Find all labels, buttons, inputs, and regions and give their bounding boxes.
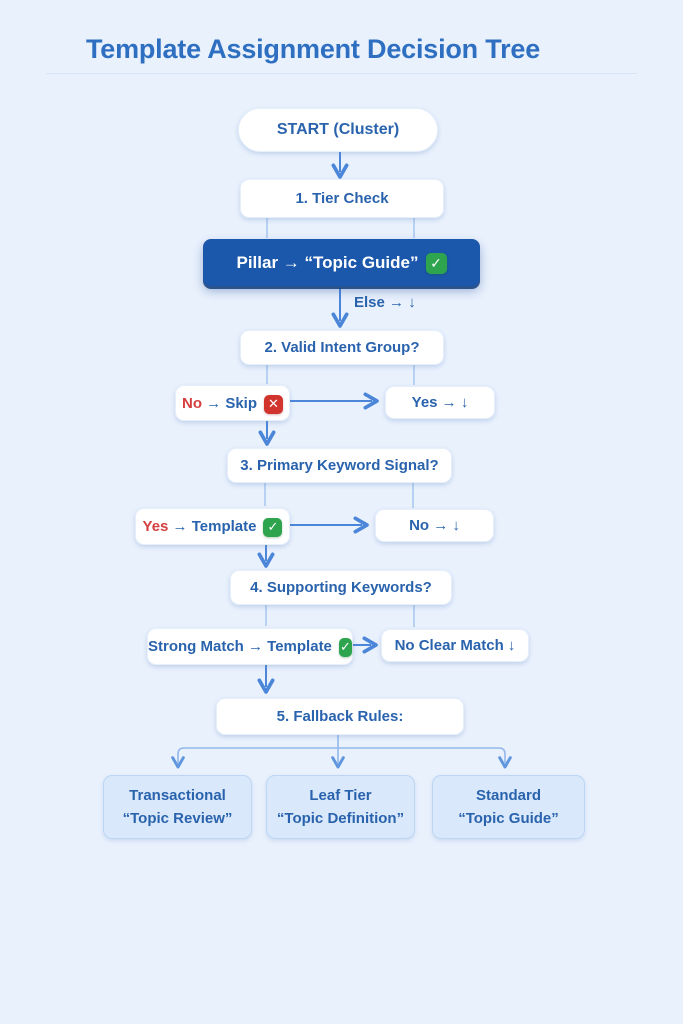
node-strong-match: Strong Match → Template ✓ <box>147 628 353 665</box>
node-valid-intent-label: 2. Valid Intent Group? <box>264 339 420 356</box>
branch-left <box>171 747 338 769</box>
outcome-standard-subtitle: “Topic Guide” <box>458 810 559 827</box>
node-supporting-keywords-label: 4. Supporting Keywords? <box>250 579 432 596</box>
node-pillar-label: Pillar → “Topic Guide” <box>236 252 419 272</box>
node-primary-keyword-label: 3. Primary Keyword Signal? <box>240 457 439 474</box>
node-valid-intent-group: 2. Valid Intent Group? <box>240 330 444 365</box>
node-pillar-topic-guide: Pillar → “Topic Guide” ✓ <box>203 239 480 286</box>
node-no-down: No → ↓ <box>375 509 494 542</box>
check-icon: ✓ <box>338 638 352 657</box>
no-skip-highlight: No <box>181 394 202 412</box>
node-no-clear-match: No Clear Match ↓ <box>381 629 529 662</box>
else-branch-label: Else → ↓ <box>354 294 416 311</box>
node-supporting-keywords: 4. Supporting Keywords? <box>230 570 452 605</box>
node-yes-template-label: Yes → Template <box>143 518 257 535</box>
node-no-clear-match-label: No Clear Match ↓ <box>394 637 516 654</box>
node-fallback-rules: 5. Fallback Rules: <box>216 698 464 735</box>
node-tier-check: 1. Tier Check <box>240 179 444 218</box>
check-icon: ✓ <box>425 253 447 274</box>
outcome-leaf-tier: Leaf Tier “Topic Definition” <box>266 775 415 839</box>
node-primary-keyword-signal: 3. Primary Keyword Signal? <box>227 448 452 483</box>
node-yes-down: Yes → ↓ <box>385 386 495 419</box>
node-tier-check-label: 1. Tier Check <box>295 190 389 207</box>
outcome-transactional-title: Transactional <box>129 786 226 804</box>
node-start: START (Cluster) <box>238 108 438 152</box>
node-no-down-label: No → ↓ <box>409 517 460 534</box>
page-title: Template Assignment Decision Tree <box>85 34 541 64</box>
outcome-standard: Standard “Topic Guide” <box>432 775 585 839</box>
node-no-skip: No → Skip ✕ <box>175 385 290 421</box>
node-no-skip-label: No → Skip <box>182 395 257 412</box>
check-icon: ✓ <box>263 518 283 537</box>
fallback-branch <box>171 733 512 769</box>
no-skip-rest: → Skip <box>201 394 257 412</box>
yes-template-highlight: Yes <box>142 518 169 535</box>
outcome-standard-title: Standard <box>475 786 541 804</box>
outcome-leaf-tier-title: Leaf Tier <box>309 786 372 804</box>
cross-icon: ✕ <box>264 394 283 414</box>
node-strong-match-label: Strong Match → Template <box>148 638 332 655</box>
node-yes-template: Yes → Template ✓ <box>135 508 290 545</box>
branch-right <box>338 747 512 769</box>
node-start-label: START (Cluster) <box>276 121 400 138</box>
outcome-transactional: Transactional “Topic Review” <box>103 775 252 839</box>
title-divider <box>46 73 637 74</box>
yes-template-rest: → Template <box>168 518 257 535</box>
outcome-transactional-subtitle: “Topic Review” <box>122 810 233 827</box>
node-fallback-rules-label: 5. Fallback Rules: <box>276 708 404 725</box>
node-yes-down-label: Yes → ↓ <box>411 394 469 411</box>
outcome-leaf-tier-subtitle: “Topic Definition” <box>276 810 405 827</box>
